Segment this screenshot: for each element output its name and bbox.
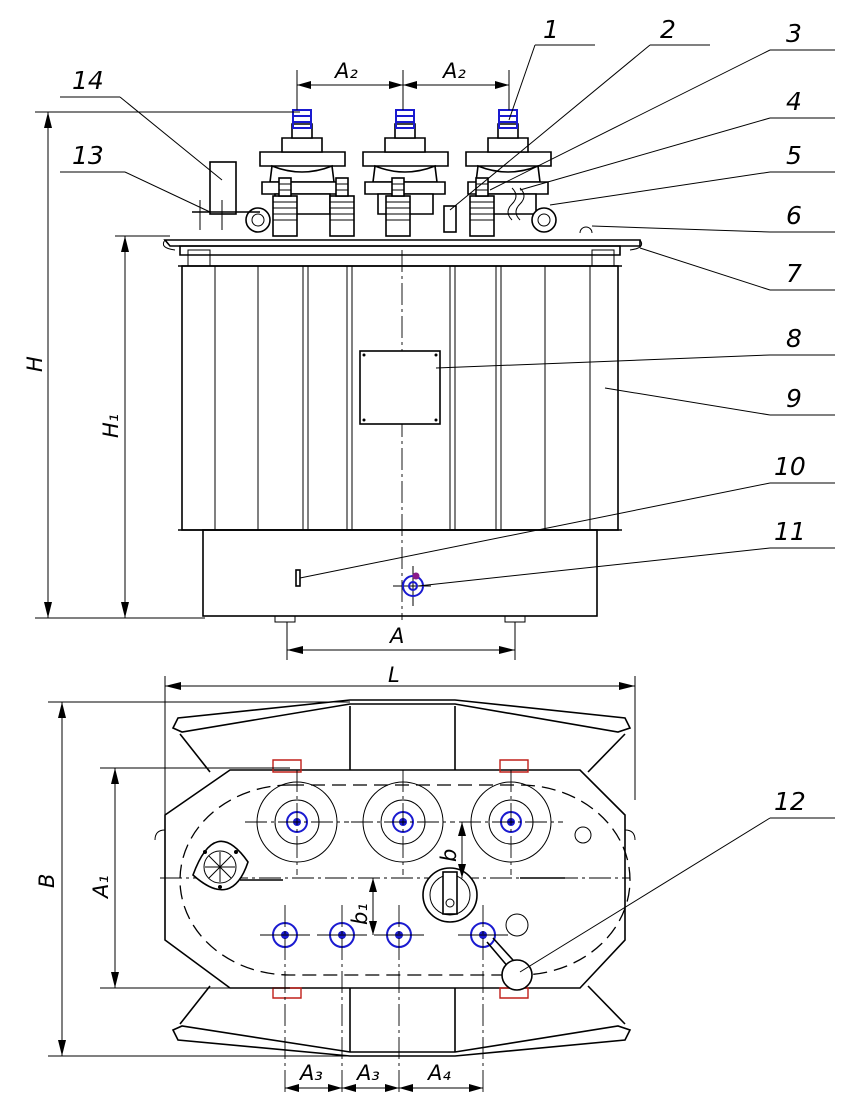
callout-labels: 1 2 3 4 5 6 7 8 9 10 11 12 13 14 [72,15,806,816]
dim-l: L [388,663,400,687]
callout-5: 5 [786,141,802,170]
callout-2: 2 [660,15,676,44]
dimension-labels: A₂ A₂ H H₁ A L B A₁ b b₁ A₃ A₃ A₄ [23,59,466,1085]
dim-a4: A₄ [426,1061,451,1085]
callout-1: 1 [543,15,559,44]
top-radiator-lower [171,1025,632,1057]
callout-14: 14 [72,66,104,95]
front-view [162,109,643,623]
nameplate [359,350,441,425]
dim-b: b [437,849,461,862]
lv-bushings [272,177,495,237]
wheels [272,759,529,999]
drain-valve [393,566,431,606]
callout-11: 11 [774,517,806,546]
callout-4: 4 [786,87,802,116]
lv-bushings-top [260,904,509,1095]
corrugation-lines [214,266,591,530]
dimension-lines [35,70,636,1092]
dim-a2-left: A₂ [333,59,358,83]
dim-b1: b₁ [348,903,372,925]
dim-a2-right: A₂ [441,59,466,83]
top-radiator-upper [171,699,632,733]
callout-13: 13 [72,141,104,170]
tap-switch [422,867,478,923]
leader-lines [60,44,835,973]
dim-a3-right: A₃ [355,1061,380,1085]
dim-a3-left: A₃ [298,1061,323,1085]
dim-h: H [23,356,47,372]
callout-9: 9 [786,384,802,413]
callout-3: 3 [786,19,802,48]
dim-a: A [388,624,404,648]
callout-7: 7 [786,259,802,288]
dim-h1: H₁ [99,414,123,438]
tank-cover [163,239,641,247]
callout-6: 6 [786,201,802,230]
hv-bushings-top [245,769,564,876]
dim-b-total: B [35,874,59,888]
callout-8: 8 [786,324,802,353]
gauge [192,840,249,891]
callout-12: 12 [774,787,806,816]
top-view [154,699,636,1095]
callout-10: 10 [774,452,806,481]
dim-a1: A₁ [89,875,113,900]
